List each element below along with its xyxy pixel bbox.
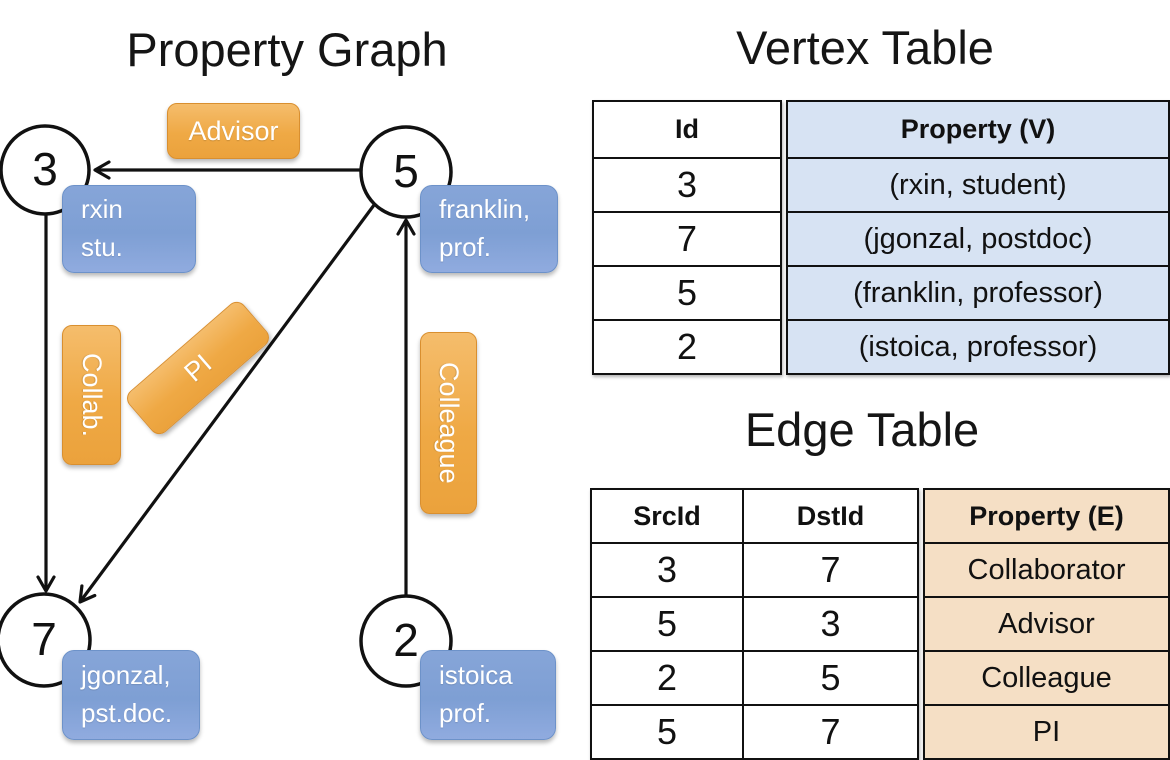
table-cell: 7 — [594, 211, 780, 265]
edge-table-srcid-header: SrcId — [633, 500, 701, 531]
table-cell: 2 — [594, 319, 780, 373]
table-cell: 3 — [594, 157, 780, 211]
vertex-label-line: stu. — [81, 232, 123, 262]
property-graph-canvas — [0, 124, 453, 688]
vertex-label-line: prof. — [439, 698, 492, 728]
vertex-table-property-column: Property (V) (rxin, student) (jgonzal, p… — [786, 100, 1170, 375]
vertex-id-3: 3 — [32, 142, 58, 195]
edge-label-collab: Collab. — [62, 325, 121, 465]
table-cell: (istoica, professor) — [788, 319, 1168, 373]
vertex-label-jgonzal: jgonzal, pst.doc. — [62, 650, 200, 740]
table-cell: 3 — [656, 549, 678, 590]
table-cell: (rxin, student) — [788, 157, 1168, 211]
vertex-table-title: Vertex Table — [736, 21, 994, 74]
vertex-table-property-header: Property (V) — [900, 114, 1056, 144]
property-graph-title: Property Graph — [126, 23, 448, 76]
edge-table-property-column: Property (E) Collaborator Advisor Collea… — [923, 488, 1170, 760]
table-cell: Advisor — [925, 596, 1168, 650]
vertex-label-rxin: rxin stu. — [62, 185, 196, 273]
table-cell: 5 — [656, 711, 678, 752]
vertex-id-2: 2 — [393, 613, 419, 666]
table-cell: (jgonzal, postdoc) — [788, 211, 1168, 265]
table-cell: (franklin, professor) — [788, 265, 1168, 319]
vertex-label-line: pst.doc. — [81, 698, 173, 728]
table-cell: Colleague — [925, 650, 1168, 704]
edge-table-src-dst-columns: SrcId DstId 3 7 5 3 2 5 5 7 — [590, 488, 919, 760]
table-cell: 7 — [742, 544, 917, 596]
table-cell: 5 — [742, 652, 917, 704]
vertex-table-id-header: Id — [675, 114, 699, 144]
vertex-label-line: prof. — [439, 232, 492, 262]
vertex-label-line: rxin — [81, 194, 123, 225]
edge-table-property-header: Property (E) — [969, 500, 1124, 531]
table-cell: 2 — [656, 657, 678, 698]
vertex-label-istoica: istoica prof. — [420, 650, 556, 740]
table-cell: 5 — [594, 265, 780, 319]
edge-table-title: Edge Table — [744, 403, 980, 456]
edge-5-to-7-pi — [78, 200, 379, 604]
edge-label-advisor: Advisor — [167, 103, 300, 159]
table-cell: PI — [925, 704, 1168, 758]
vertex-table-id-column: Id 3 7 5 2 — [592, 100, 782, 375]
table-cell: Collaborator — [925, 542, 1168, 596]
vertex-id-7: 7 — [31, 612, 57, 665]
vertex-label-line: jgonzal, — [81, 660, 171, 691]
vertex-label-franklin: franklin, prof. — [420, 185, 558, 273]
table-cell: 5 — [656, 603, 678, 644]
vertex-label-line: franklin, — [439, 194, 531, 225]
vertex-label-line: istoica — [439, 660, 513, 691]
edge-table-dstid-header: DstId — [742, 490, 917, 542]
table-cell: 7 — [742, 706, 917, 758]
table-cell: 3 — [742, 598, 917, 650]
vertex-id-5: 5 — [393, 144, 419, 197]
edge-label-colleague: Colleague — [420, 332, 477, 514]
